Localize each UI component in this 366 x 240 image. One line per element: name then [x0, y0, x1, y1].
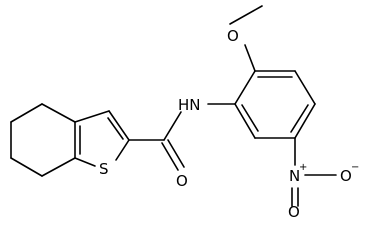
bond [108, 110, 130, 141]
bond [294, 70, 316, 105]
bond [107, 117, 124, 140]
bond [10, 157, 43, 177]
atom-labels: O HN S O N + O − O [99, 27, 359, 219]
bond [229, 5, 263, 25]
structure-diagram: O HN S O N + O − O [10, 5, 359, 219]
atom-label-oxygen-nitro-right: O [340, 167, 352, 185]
atom-label-oxygen-methoxy: O [227, 27, 239, 45]
charge-minus: − [351, 162, 359, 173]
bond [234, 103, 256, 139]
bond [161, 142, 179, 171]
bond [74, 157, 96, 167]
bond [41, 103, 76, 123]
bond [294, 103, 316, 139]
atom-label-oxygen-carbonyl: O [176, 172, 188, 190]
atom-label-oxygen-nitro-down: O [288, 203, 300, 219]
bond [234, 70, 256, 105]
charge-plus: + [299, 162, 307, 173]
bond [163, 111, 182, 141]
bond [115, 139, 130, 161]
bond [290, 104, 309, 133]
bond [41, 157, 76, 177]
bonds [10, 5, 337, 207]
atom-label-nitrogen-nitro: N [289, 167, 300, 185]
bond [167, 139, 185, 168]
atom-label-sulfur: S [99, 160, 109, 178]
bond [74, 110, 110, 123]
atom-label-amide-nh: HN [178, 96, 201, 114]
bond [10, 103, 43, 123]
bond [241, 104, 259, 132]
bond [244, 44, 256, 72]
